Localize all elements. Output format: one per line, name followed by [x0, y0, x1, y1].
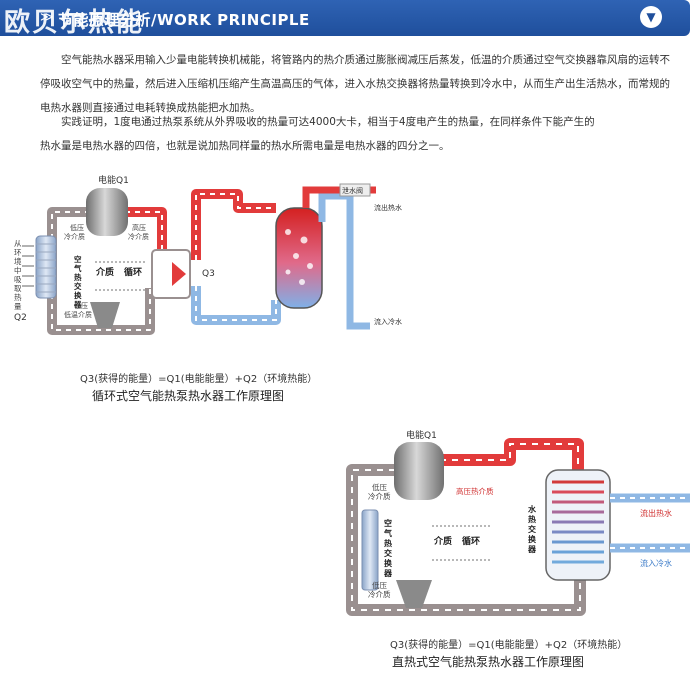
air-exchanger-coil-1	[35, 235, 57, 299]
compressor-1-label: 电能Q1	[98, 174, 129, 186]
cold-in-label-1: 流入冷水	[374, 317, 402, 326]
cold-refrigerant-pipe	[47, 207, 155, 335]
diagram-1-circulating: 电能Q1 从环境 中吸取 热量 Q2 空气热 交换器 低压冷介质 高	[14, 174, 402, 403]
water-exchanger-label: 水热交 换器	[527, 504, 539, 554]
double-arrow-icon: ≫	[40, 10, 54, 25]
intro-paragraph-1: 空气能热水器采用输入少量电能转换机械能，将管路内的热介质通过膨胀阀减压后蒸发，低…	[40, 54, 670, 114]
medium-label-2: 介质	[433, 535, 452, 547]
air-exchanger-label-2: 空气热 交换器	[383, 518, 395, 578]
air-exchanger-label-1: 空气热 交换器	[73, 254, 84, 309]
formula-1: Q3(获得的能量）=Q1(电能能量）+Q2（环境热能）	[80, 372, 317, 385]
condenser-box-1	[151, 249, 191, 299]
expansion-valve-2	[396, 580, 432, 608]
expansion-valve-1	[90, 302, 120, 328]
brand-logo: 欧贝尔热能	[4, 8, 145, 38]
cycle-label-1: 循环	[124, 266, 142, 278]
cold-water-pipe-1	[191, 286, 281, 325]
relief-valve-label: 泄水阀	[342, 186, 363, 195]
hot-water-pipe-1	[191, 189, 276, 260]
low-pressure-cold-label-1: 低压冷介质	[64, 223, 85, 241]
heat-transfer-arrow-icon	[172, 262, 186, 286]
high-pressure-cold-label-1: 高压冷介质	[128, 223, 149, 241]
compressor-1	[86, 188, 128, 236]
formula-2: Q3(获得的能量）=Q1(电能能量）+Q2（环境热能）	[390, 638, 627, 651]
ambient-heat-arrows	[22, 245, 34, 287]
medium-label-1: 介质	[95, 266, 114, 278]
q2-label-1: Q2	[14, 313, 27, 323]
collapse-toggle-button[interactable]: ▼	[640, 6, 662, 28]
diagram-2-direct-heating: 电能Q1 空气热 交换器 低压冷介质 高压热介质 低压冷介质 介质 循环	[346, 429, 690, 669]
hot-out-label-2: 流出热水	[640, 508, 672, 518]
low-pressure-cold-label-2a: 低压冷介质	[368, 482, 391, 501]
intro-paragraph-2: 实践证明，1度电通过热泵系统从外界吸收的热量可达4000大卡，相当于4度电产生的…	[40, 116, 595, 152]
cycle-label-2: 循环	[462, 535, 480, 547]
hot-out-label-1: 流出热水	[374, 203, 402, 212]
compressor-2-label: 电能Q1	[406, 429, 437, 441]
caption-2: 直热式空气能热泵热水器工作原理图	[392, 654, 584, 669]
cold-in-label-2: 流入冷水	[640, 558, 672, 568]
low-pressure-low-temp-label-1: 低压低温介质	[64, 301, 92, 319]
high-pressure-hot-label-2: 高压热介质	[456, 486, 494, 496]
section-header: 欧贝尔热能 ≫ 节能原理分析/WORK PRINCIPLE ▼	[0, 0, 690, 38]
water-tank-1	[275, 207, 323, 309]
compressor-2	[394, 442, 444, 500]
low-pressure-cold-label-2b: 低压冷介质	[368, 580, 391, 599]
section-title: 节能原理分析/WORK PRINCIPLE	[58, 11, 310, 29]
ambient-label: 从环境 中吸取 热量	[14, 239, 24, 311]
cold-inlet-pipe-1	[318, 192, 370, 330]
q3-label-1: Q3	[202, 269, 215, 279]
air-exchanger-coil-2	[361, 509, 379, 591]
caption-1: 循环式空气能热泵热水器工作原理图	[92, 388, 284, 403]
